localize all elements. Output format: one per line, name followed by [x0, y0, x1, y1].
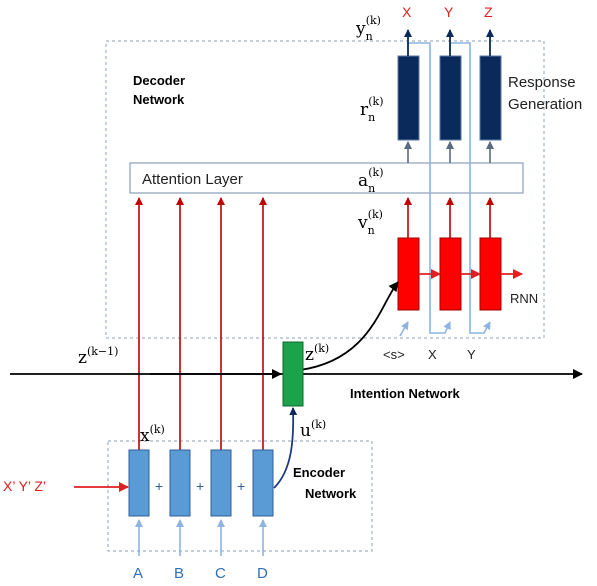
response-label-line1: Response: [508, 74, 576, 91]
rnn-label: RNN: [510, 291, 538, 306]
response-label-line2: Generation: [508, 96, 582, 113]
encoder-network-region: [107, 440, 373, 552]
encoder-input-label: X’ Y’ Z’: [3, 478, 46, 494]
decoder-network-region: [105, 40, 545, 339]
encoder-u-variable-label: u(k): [300, 418, 326, 441]
response-block-2: [439, 55, 462, 141]
encoder-block-1: [128, 449, 150, 517]
encoder-block-3: [210, 449, 232, 517]
decoder-title-line1: Decoder: [133, 73, 185, 88]
rnn-block-3: [479, 237, 502, 311]
encoder-plus-3: +: [237, 478, 245, 494]
rnn-input-x: X: [428, 347, 437, 362]
encoder-title-line1: Encoder: [293, 465, 345, 480]
encoder-token-b: B: [174, 565, 184, 582]
response-block-3: [479, 55, 502, 141]
decoder-title-line2: Network: [133, 92, 185, 107]
attention-layer-box: [129, 162, 524, 194]
encoder-plus-1: +: [155, 478, 163, 494]
rnn-block-2: [439, 237, 462, 311]
intention-block: [282, 341, 304, 407]
output-token-y: Y: [444, 4, 454, 20]
response-variable-label: rn(k): [360, 95, 383, 124]
intention-to-rnn-curve: [299, 281, 399, 371]
encoder-token-d: D: [257, 565, 268, 582]
rnn-input-start: <s>: [383, 347, 405, 362]
attention-layer-label: Attention Layer: [142, 171, 243, 188]
rnn-start-input-arrow: [399, 321, 409, 337]
response-block-1: [397, 55, 420, 141]
encoder-to-intention-curve: [273, 407, 298, 489]
rnn-variable-label: vn(k): [357, 208, 383, 237]
encoder-token-a: A: [133, 565, 143, 582]
encoder-x-variable-label: x(k): [140, 423, 165, 446]
output-token-z: Z: [484, 4, 493, 20]
encoder-token-c: C: [215, 565, 226, 582]
output-token-x: X: [402, 4, 412, 20]
rnn-input-y: Y: [467, 347, 476, 362]
output-variable-label: yn(k): [355, 14, 381, 43]
encoder-plus-2: +: [196, 478, 204, 494]
intention-cur-variable-label: z(k): [305, 342, 329, 365]
encoder-block-2: [169, 449, 191, 517]
intention-network-label: Intention Network: [350, 386, 461, 401]
encoder-block-4: [252, 449, 274, 517]
attention-variable-label: an(k): [358, 166, 383, 195]
rnn-block-1: [397, 237, 420, 311]
encoder-title-line2: Network: [305, 486, 357, 501]
intention-prev-variable-label: z(k−1): [78, 345, 118, 368]
